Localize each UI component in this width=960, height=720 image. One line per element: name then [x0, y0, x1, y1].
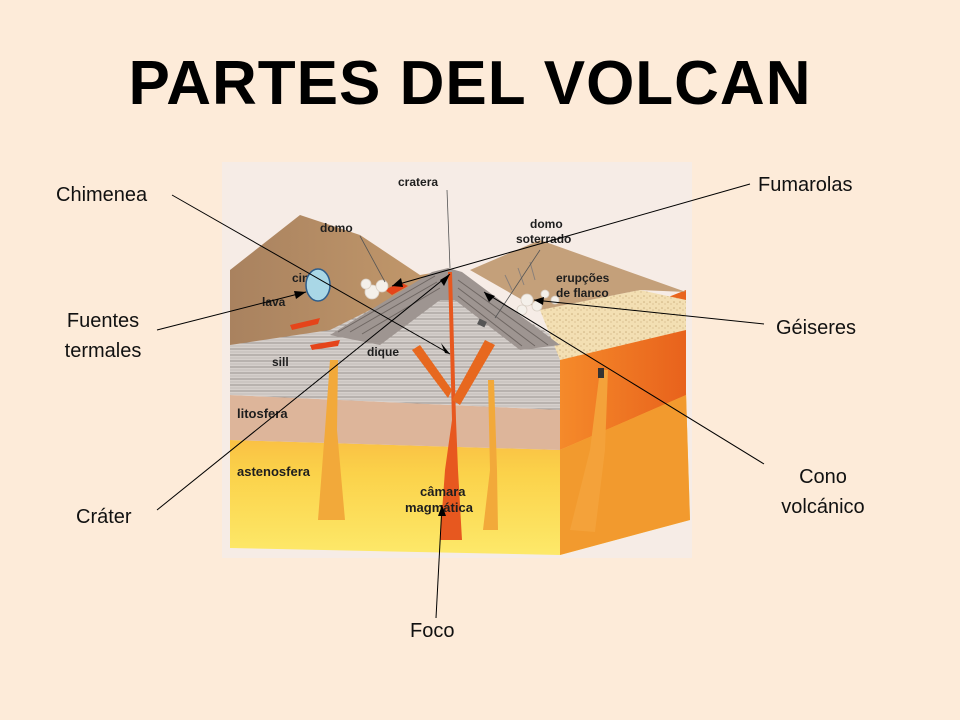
label-erupcoes-1: erupções	[556, 271, 610, 285]
label-domo-soterrado-2: soterrado	[516, 232, 571, 246]
label-fuentes-line2: termales	[56, 336, 150, 366]
label-foco: Foco	[410, 616, 454, 646]
label-cono-volcanico: Cono volcánico	[772, 462, 874, 522]
label-sill: sill	[272, 355, 289, 369]
label-cono-line1: Cono	[772, 462, 874, 492]
label-fuentes-line1: Fuentes	[56, 306, 150, 336]
label-camara-1: câmara	[420, 484, 466, 499]
label-fumarolas: Fumarolas	[758, 170, 852, 200]
label-chimenea: Chimenea	[56, 180, 147, 210]
label-fuentes-termales: Fuentes termales	[56, 306, 150, 366]
label-cono-line2: volcánico	[772, 492, 874, 522]
label-domo-soterrado-1: domo	[530, 217, 563, 231]
label-cratera: cratera	[398, 175, 438, 189]
label-astenosfera: astenosfera	[237, 464, 311, 479]
label-litosfera: litosfera	[237, 406, 288, 421]
label-dique: dique	[367, 345, 399, 359]
label-crater: Cráter	[76, 502, 132, 532]
label-erupcoes-2: de flanco	[556, 286, 609, 300]
label-domo: domo	[320, 221, 353, 235]
label-geiseres: Géiseres	[776, 313, 856, 343]
